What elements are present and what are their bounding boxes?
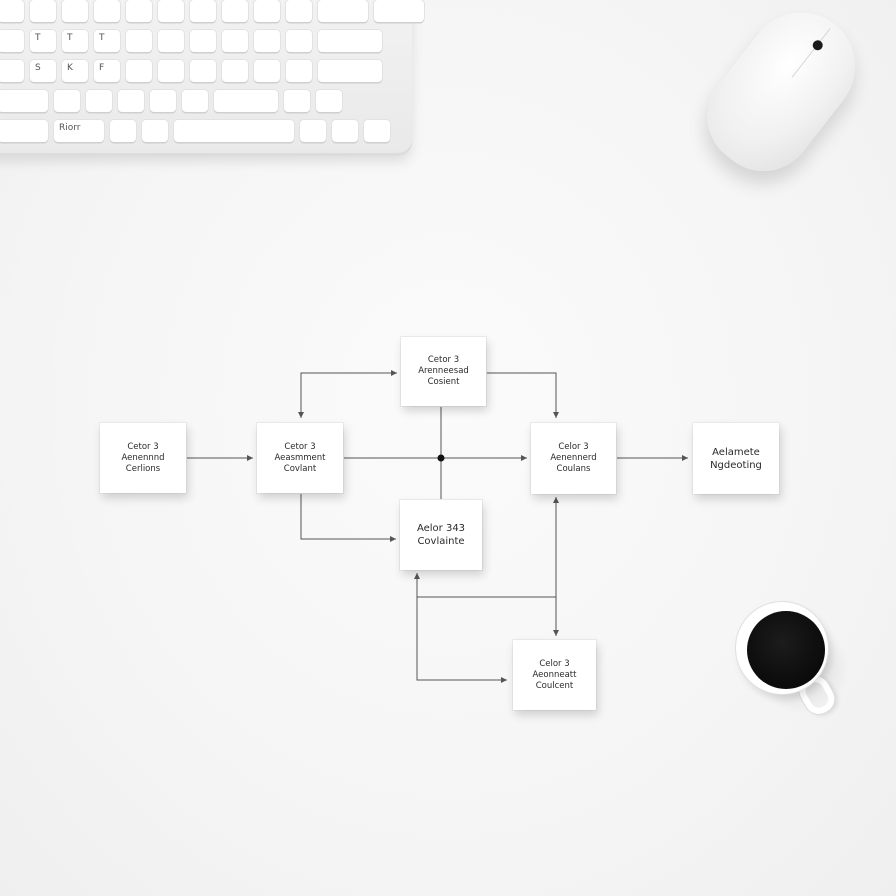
key (222, 30, 248, 52)
key (158, 30, 184, 52)
key (110, 120, 136, 142)
node-line: Aeasmment (274, 452, 326, 463)
key: S (30, 60, 56, 82)
node-line: Coulans (556, 464, 591, 474)
node-line: Cetor 3 (127, 441, 159, 452)
key (86, 90, 112, 112)
key (300, 120, 326, 142)
key (190, 0, 216, 22)
node-line: Covlainte (417, 536, 465, 547)
connector (300, 370, 397, 417)
node-line: Cetor 3 (284, 441, 316, 452)
key (214, 90, 278, 112)
flow-node: Cetor 3 Aenennnd Cerlions (100, 423, 186, 493)
key (190, 30, 216, 52)
node-line: Ngdeoting (710, 459, 762, 471)
node-line: Celor 3 (558, 442, 589, 452)
key (318, 60, 382, 82)
key (182, 90, 208, 112)
key (254, 60, 280, 82)
key: K (62, 60, 88, 82)
key: T (62, 30, 88, 52)
key (0, 60, 24, 82)
key: F (94, 60, 120, 82)
flow-node: Cetor 3 Arenneesad Cosient (401, 337, 486, 406)
node-line: Aenennerd (550, 453, 597, 463)
key (158, 0, 184, 22)
key (54, 90, 80, 112)
key: Riorr (54, 120, 104, 142)
key (0, 30, 24, 52)
key (94, 0, 120, 22)
node-line: Aenennnd (121, 452, 165, 463)
key (316, 90, 342, 112)
node-line: Cetor 3 (427, 355, 460, 365)
key (174, 120, 294, 142)
node-line: Covlant (283, 463, 317, 474)
key (0, 120, 48, 142)
key (284, 90, 310, 112)
flow-node: Aelamete Ngdeoting (693, 423, 779, 494)
key (126, 30, 152, 52)
key (364, 120, 390, 142)
key (222, 60, 248, 82)
keyboard-row-2: T T T (0, 30, 382, 52)
node-line: Celor 3 (539, 658, 570, 669)
key (318, 30, 382, 52)
key (142, 120, 168, 142)
connector (416, 576, 507, 683)
coffee-cup (736, 602, 850, 719)
node-line: Aeonneatt (532, 669, 577, 680)
keyboard: T T T S K F (0, 0, 424, 156)
key (0, 90, 48, 112)
key (222, 0, 248, 22)
node-line: Cosient (427, 377, 460, 387)
key (0, 0, 24, 22)
keyboard-row-1 (0, 0, 424, 22)
key (118, 90, 144, 112)
coffee (747, 611, 825, 689)
flow-node: Celor 3 Aeonneatt Coulcent (513, 640, 596, 710)
key (30, 0, 56, 22)
key (62, 0, 88, 22)
key (150, 90, 176, 112)
key (126, 0, 152, 22)
flow-node: Celor 3 Aenennerd Coulans (531, 423, 616, 494)
junction-dot (437, 454, 445, 462)
connector (300, 494, 396, 542)
key (286, 30, 312, 52)
flow-node: Cetor 3 Aeasmment Covlant (257, 423, 343, 493)
key (286, 60, 312, 82)
key (318, 0, 368, 22)
node-line: Aelamete (712, 446, 760, 458)
node-line: Coulcent (535, 680, 574, 691)
key (374, 0, 424, 22)
key (190, 60, 216, 82)
key (126, 60, 152, 82)
flow-node: Aelor 343 Covlainte (400, 500, 482, 570)
keyboard-row-3: S K F (0, 60, 382, 82)
key: T (94, 30, 120, 52)
key (158, 60, 184, 82)
key (286, 0, 312, 22)
node-line: Cerlions (125, 463, 161, 474)
connector (417, 596, 559, 636)
key: T (30, 30, 56, 52)
key (254, 30, 280, 52)
connector (486, 372, 559, 418)
key (332, 120, 358, 142)
node-line: Aelor 343 (416, 523, 466, 534)
keyboard-row-4 (0, 90, 342, 112)
key (254, 0, 280, 22)
node-line: Arenneesad (418, 366, 469, 376)
keyboard-row-5: Riorr (0, 120, 390, 142)
